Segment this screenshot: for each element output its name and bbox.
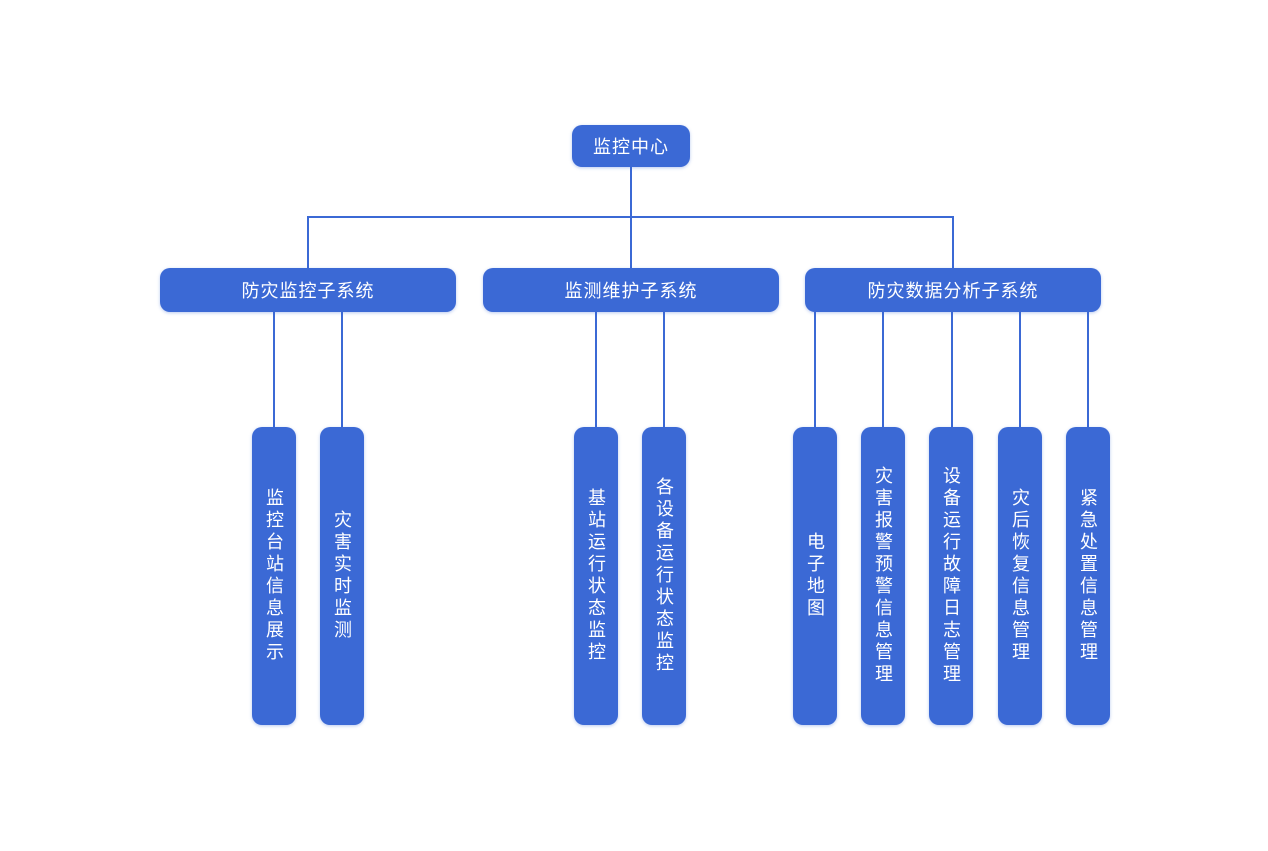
node-subsystem-disaster-monitoring[interactable]: 防灾监控子系统 (160, 268, 456, 312)
node-leaf-fault-log-management[interactable]: 设备运行故障日志管理 (929, 427, 973, 725)
connector-drop-leaf-1-2 (341, 312, 343, 427)
node-subsystem-data-analysis[interactable]: 防灾数据分析子系统 (805, 268, 1101, 312)
node-subsystem-2-label: 监测维护子系统 (564, 281, 698, 301)
node-leaf-recovery-info-management[interactable]: 灾后恢复信息管理 (998, 427, 1042, 725)
node-monitoring-center-label: 监控中心 (593, 137, 669, 157)
node-leaf-station-info-display[interactable]: 监控台站信息展示 (252, 427, 296, 725)
node-subsystem-1-label: 防灾监控子系统 (241, 281, 375, 301)
node-leaf-electronic-map[interactable]: 电子地图 (793, 427, 837, 725)
node-leaf-2-1-label: 基站运行状态监控 (586, 488, 606, 664)
connector-drop-leaf-3-4 (1019, 312, 1021, 427)
node-subsystem-monitoring-maintenance[interactable]: 监测维护子系统 (483, 268, 779, 312)
node-leaf-base-station-status[interactable]: 基站运行状态监控 (574, 427, 618, 725)
connector-drop-leaf-3-5 (1087, 312, 1089, 427)
connector-root-drop (630, 167, 632, 217)
connector-drop-leaf-1-1 (273, 312, 275, 427)
connector-drop-leaf-3-1 (814, 312, 816, 427)
node-monitoring-center[interactable]: 监控中心 (572, 125, 690, 167)
connector-drop-subsystem-2 (630, 216, 632, 268)
node-subsystem-3-label: 防灾数据分析子系统 (867, 281, 1039, 301)
node-leaf-1-2-label: 灾害实时监测 (332, 510, 352, 642)
node-leaf-1-1-label: 监控台站信息展示 (264, 488, 284, 664)
node-leaf-3-2-label: 灾害报警预警信息管理 (873, 466, 893, 686)
node-leaf-equipment-status[interactable]: 各设备运行状态监控 (642, 427, 686, 725)
node-leaf-emergency-handling-info[interactable]: 紧急处置信息管理 (1066, 427, 1110, 725)
connector-drop-subsystem-3 (952, 216, 954, 268)
connector-drop-subsystem-1 (307, 216, 309, 268)
node-leaf-alarm-warning-info[interactable]: 灾害报警预警信息管理 (861, 427, 905, 725)
connector-drop-leaf-3-2 (882, 312, 884, 427)
node-leaf-3-4-label: 灾后恢复信息管理 (1010, 488, 1030, 664)
node-leaf-3-5-label: 紧急处置信息管理 (1078, 488, 1098, 664)
node-leaf-3-3-label: 设备运行故障日志管理 (941, 466, 961, 686)
node-leaf-realtime-disaster-monitoring[interactable]: 灾害实时监测 (320, 427, 364, 725)
connector-drop-leaf-2-2 (663, 312, 665, 427)
connector-drop-leaf-2-1 (595, 312, 597, 427)
node-leaf-2-2-label: 各设备运行状态监控 (654, 477, 674, 675)
node-leaf-3-1-label: 电子地图 (805, 532, 825, 620)
connector-drop-leaf-3-3 (951, 312, 953, 427)
